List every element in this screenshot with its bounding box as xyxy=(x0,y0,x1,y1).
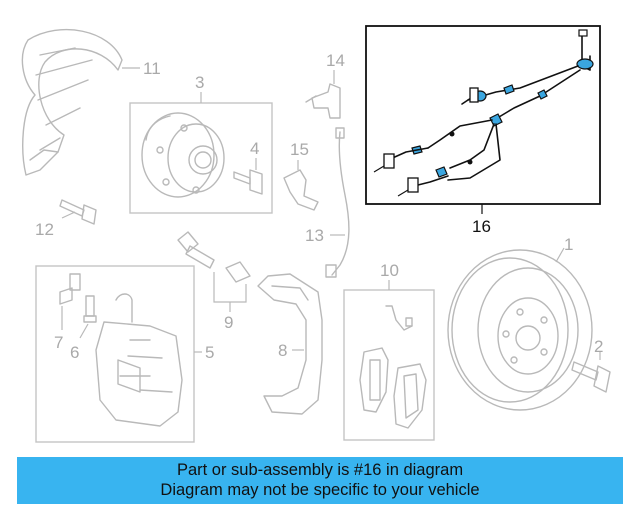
part-9-caliper-bolts[interactable] xyxy=(177,231,251,283)
part-11-splash-shield[interactable] xyxy=(21,28,123,176)
part-3-hub-bearing[interactable] xyxy=(141,112,225,198)
callout-15: 15 xyxy=(290,140,309,159)
part-12-bolt[interactable] xyxy=(59,199,97,225)
part-14-bracket[interactable] xyxy=(305,83,341,119)
banner-line-2: Diagram may not be specific to your vehi… xyxy=(160,481,480,499)
callout-14: 14 xyxy=(326,51,345,70)
part-6-bleeder-screw[interactable] xyxy=(83,295,97,323)
part-5-box xyxy=(35,265,195,443)
part-15-clip[interactable] xyxy=(283,169,319,211)
callout-6: 6 xyxy=(70,343,79,362)
part-13-brake-hose[interactable] xyxy=(325,127,350,278)
part-2-disc-screw[interactable] xyxy=(571,361,611,393)
callout-11: 11 xyxy=(143,59,161,78)
callout-7: 7 xyxy=(54,333,63,352)
part-3-box xyxy=(129,102,273,214)
part-7-bleeder-cap[interactable] xyxy=(59,273,81,305)
callout-13: 13 xyxy=(305,226,324,245)
part-10-brake-pads[interactable] xyxy=(359,305,427,429)
callout-10: 10 xyxy=(380,261,399,280)
callout-5: 5 xyxy=(205,343,214,362)
banner-line-1: Part or sub-assembly is #16 in diagram xyxy=(176,461,464,479)
callout-1: 1 xyxy=(564,235,573,254)
callout-4: 4 xyxy=(250,139,259,158)
callout-9: 9 xyxy=(224,313,233,332)
part-8-caliper-bracket[interactable] xyxy=(257,273,323,415)
part-16-wiring-harness[interactable] xyxy=(373,29,594,197)
part-4-hub-bolt[interactable] xyxy=(233,169,263,195)
callout-3: 3 xyxy=(195,73,204,92)
callout-8: 8 xyxy=(278,341,287,360)
callout-16: 16 xyxy=(472,217,491,236)
part-5-brake-caliper[interactable] xyxy=(95,293,183,427)
callout-2: 2 xyxy=(594,337,603,356)
part-1-brake-disc[interactable] xyxy=(447,249,593,411)
callout-12: 12 xyxy=(35,220,54,239)
part-16-box xyxy=(365,25,601,205)
info-banner: Part or sub-assembly is #16 in diagram D… xyxy=(17,457,623,504)
exploded-parts-diagram: 11 3 4 12 14 15 xyxy=(21,25,611,443)
